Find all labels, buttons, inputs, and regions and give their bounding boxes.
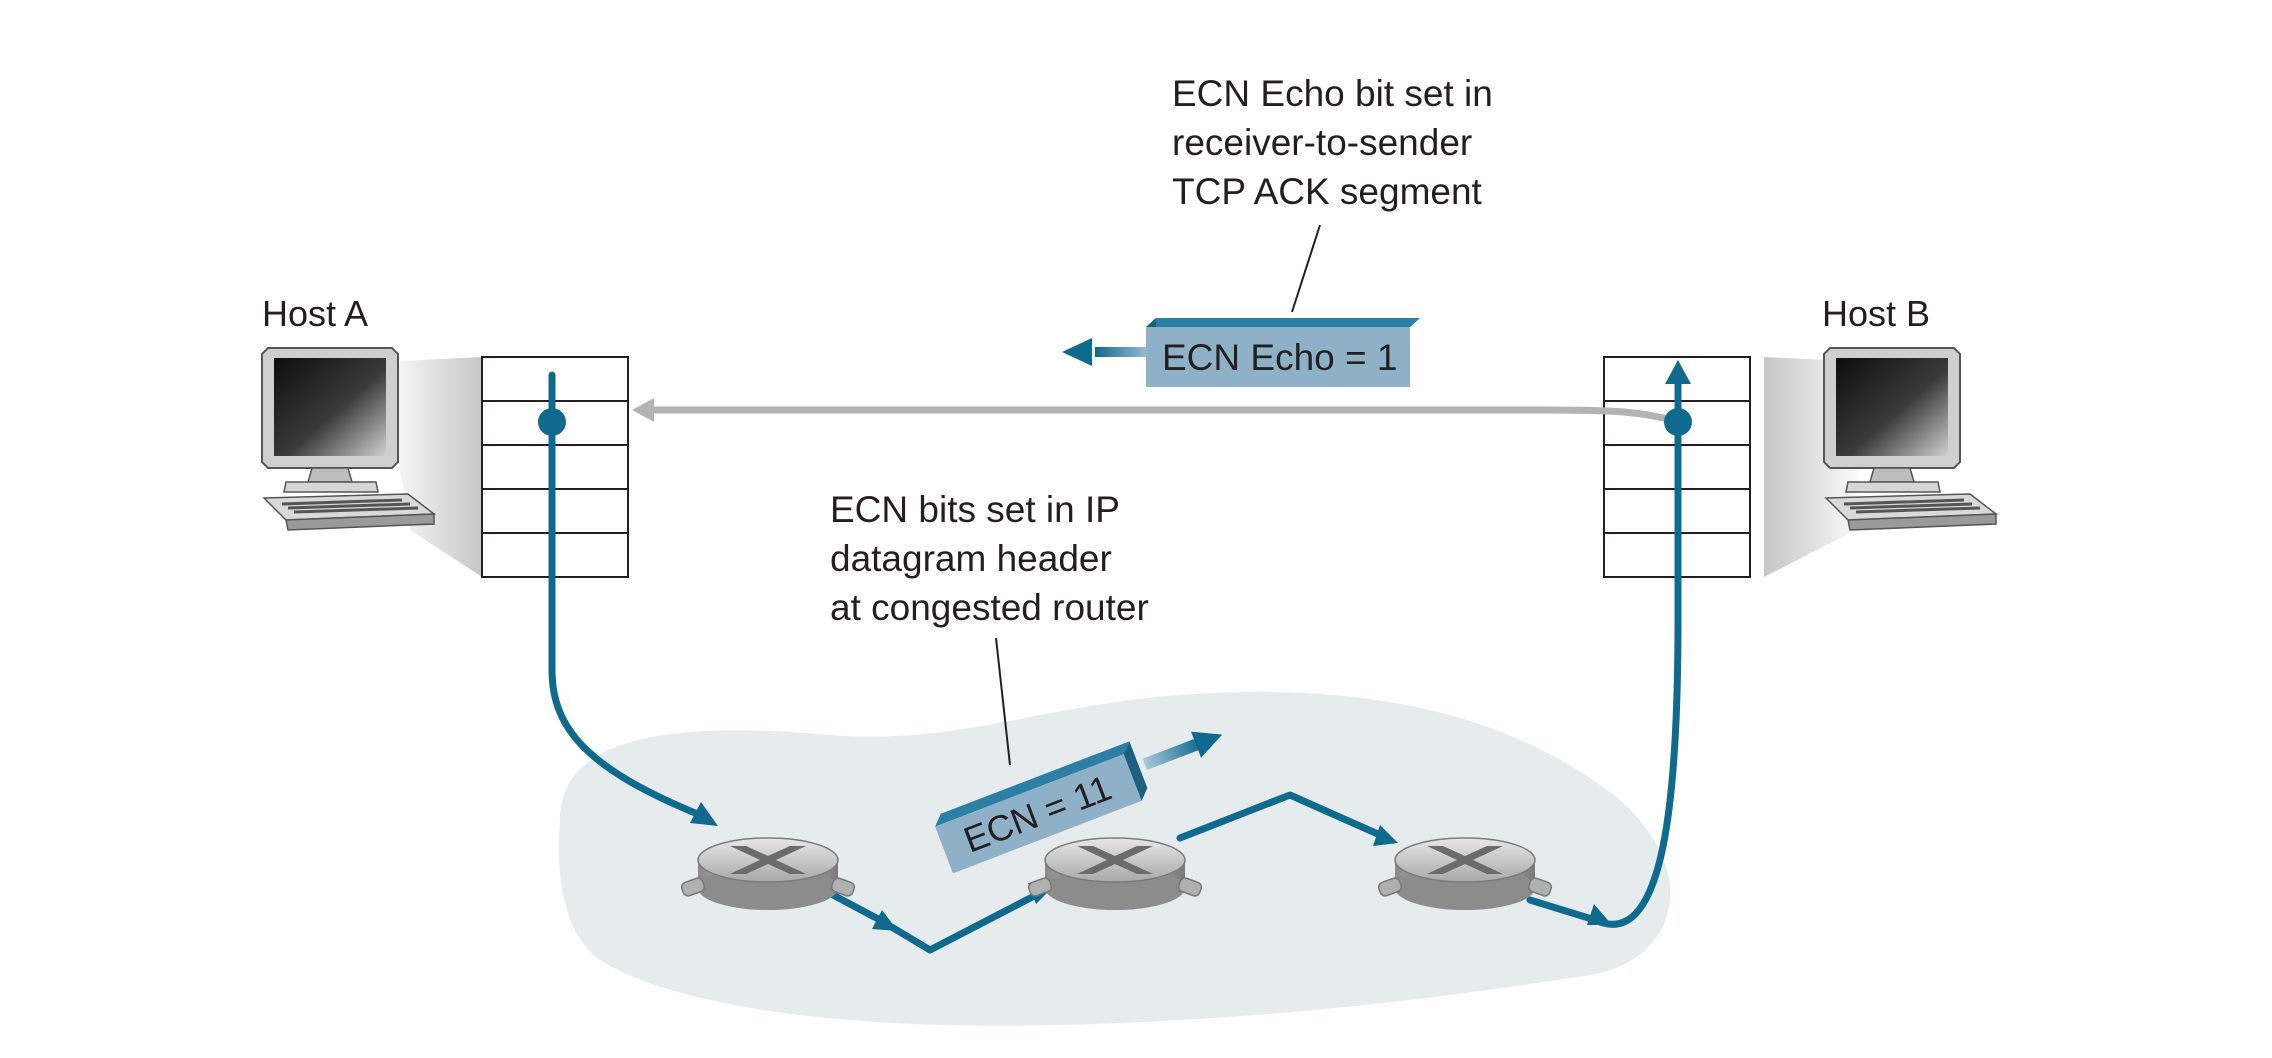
echo-caption-line-2: receiver-to-sender [1172, 122, 1472, 163]
echo-caption-leader [1291, 224, 1321, 313]
ip-caption-line-2: datagram header [830, 538, 1112, 579]
data-flow-path [548, 368, 1682, 954]
ip-caption-line-1: ECN bits set in IP [830, 489, 1120, 530]
host-b-computer-icon [1822, 346, 1998, 532]
ip-caption: ECN bits set in IP datagram header at co… [830, 489, 1149, 628]
ack-return-path [650, 406, 1680, 426]
ecn-echo-label: ECN Echo = 1 [1162, 337, 1397, 378]
ecn-ip-packet: ECN = 11 [935, 731, 1223, 874]
host-b-label: Host B [1822, 293, 1930, 334]
ack-arrowhead [632, 398, 654, 422]
echo-caption-line-3: TCP ACK segment [1172, 171, 1483, 212]
echo-caption: ECN Echo bit set in receiver-to-sender T… [1172, 73, 1493, 212]
ecn-echo-packet: ECN Echo = 1 [1062, 318, 1420, 387]
host-b-flow-node [1664, 408, 1692, 436]
host-a-label: Host A [262, 293, 368, 334]
echo-caption-line-1: ECN Echo bit set in [1172, 73, 1493, 114]
host-a-beam [382, 357, 482, 577]
host-a-flow-node [538, 408, 566, 436]
ip-caption-leader [995, 637, 1011, 766]
ip-caption-line-3: at congested router [830, 587, 1149, 628]
